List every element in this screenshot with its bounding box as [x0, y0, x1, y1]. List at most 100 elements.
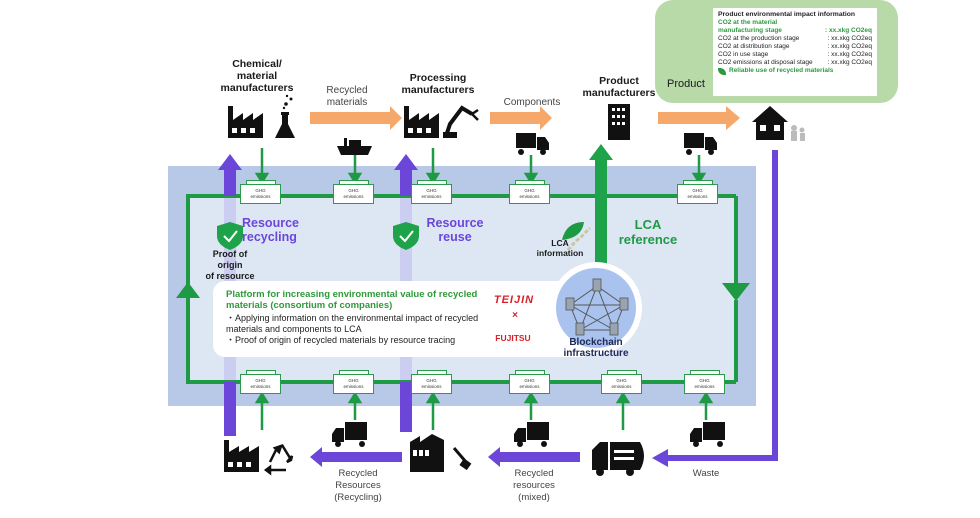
orange-arrow-shaft-2: [490, 112, 540, 124]
leaf-chain-icon: [562, 222, 592, 251]
green-down-arrowhead: [722, 283, 750, 301]
green-up-arrowhead: [176, 282, 200, 298]
product-label: Product: [667, 78, 705, 90]
label-chemical-manufacturers: Chemical/ material manufacturers: [220, 58, 294, 94]
purple-up-arrowhead-1: [218, 154, 242, 170]
ghg-box: GHG emissions: [509, 370, 553, 394]
ghg-label: GHG emissions: [677, 184, 718, 204]
blockchain-nodes: [565, 278, 629, 336]
shield-icon-recycling: [217, 222, 243, 250]
waste-arrowhead: [652, 449, 668, 467]
impact-row-value: : xx.xkg CO2eq: [827, 59, 872, 66]
times-symbol: ×: [512, 310, 518, 321]
impact-row-value: : xx.xkg CO2eq: [827, 51, 872, 58]
ghg-label: GHG emissions: [240, 374, 281, 394]
ghg-label: GHG emissions: [333, 374, 374, 394]
label-processing-manufacturers: Processing manufacturers: [401, 72, 475, 96]
impact-rows: CO2 at the material manufacturing stage:…: [718, 19, 872, 67]
ghg-top-arrows: [254, 148, 707, 185]
teijin-logo: TEIJIN: [493, 294, 535, 306]
truck-icon-bottom-3: [690, 422, 725, 447]
impact-row: CO2 at the material manufacturing stage:…: [718, 19, 872, 35]
lca-reference-arrowhead: [589, 144, 613, 160]
leaf-icon: [718, 67, 726, 75]
platform-box: [213, 281, 593, 357]
label-recycled-resources-mixed: Recycled resources (mixed): [513, 468, 555, 503]
lca-reference-shaft: [595, 158, 607, 268]
impact-row-value: : xx.xkg CO2eq: [827, 35, 872, 42]
garbage-truck-icon: [592, 442, 644, 476]
ghg-label: GHG emissions: [240, 184, 281, 204]
label-resource-recycling: Resource recycling: [242, 216, 299, 244]
label-lca-reference: LCA reference: [618, 217, 678, 247]
ghg-bottom-arrows: [254, 391, 714, 430]
label-recycled-materials: Recycled materials: [326, 85, 368, 108]
impact-title: Product environmental impact information: [718, 11, 856, 18]
ghg-box: GHG emissions: [240, 180, 284, 204]
label-proof-of-origin: Proof of origin of resource: [205, 249, 255, 281]
factory-icon-processing: [404, 106, 439, 138]
truck-icon-top-2: [684, 133, 717, 155]
ghg-label: GHG emissions: [601, 374, 642, 394]
ghg-label: GHG emissions: [684, 374, 725, 394]
orange-arrow-shaft-3: [658, 112, 726, 124]
ghg-label: GHG emissions: [509, 374, 550, 394]
recycling-arrowhead: [310, 447, 322, 467]
ghg-label: GHG emissions: [509, 184, 550, 204]
impact-row-label: CO2 at distribution stage: [718, 43, 790, 50]
label-resource-reuse: Resource reuse: [426, 216, 484, 244]
platform-bullets: ・Applying information on the environment…: [226, 313, 501, 346]
label-components: Components: [503, 97, 561, 108]
recycling-arrow-shaft: [322, 452, 402, 462]
label-blockchain-infrastructure: Blockchain infrastructure: [563, 337, 629, 359]
ghg-box: GHG emissions: [333, 180, 377, 204]
impact-row: CO2 at distribution stage : xx.xkg CO2eq: [718, 43, 872, 51]
label-waste: Waste: [692, 468, 720, 479]
factory-icon-chemical: [228, 106, 263, 138]
ghg-box: GHG emissions: [333, 370, 377, 394]
mixed-arrow-shaft: [500, 452, 580, 462]
mixed-arrowhead: [488, 447, 500, 467]
ghg-box: GHG emissions: [411, 370, 455, 394]
impact-row-label: CO2 emissions at disposal stage: [718, 59, 813, 66]
factory-icon-recycling: [224, 440, 259, 472]
ghg-box: GHG emissions: [509, 180, 553, 204]
platform-title: Platform for increasing environmental va…: [226, 289, 478, 311]
flask-icon: [275, 94, 295, 138]
label-recycled-resources-recycling: Recycled Resources (Recycling): [334, 468, 382, 503]
impact-footer: Reliable use of recycled materials: [729, 67, 834, 74]
ghg-label: GHG emissions: [411, 184, 452, 204]
label-product-manufacturers: Product manufacturers: [582, 75, 656, 99]
impact-row: CO2 at the production stage : xx.xkg CO2e…: [718, 35, 872, 43]
impact-row: CO2 in use stage : xx.xkg CO2eq: [718, 51, 872, 59]
impact-row-label: CO2 at the production stage: [718, 35, 800, 42]
impact-row-label: CO2 in use stage: [718, 51, 769, 58]
platform-bullet: ・Applying information on the environment…: [226, 313, 479, 334]
family-icon: [791, 125, 805, 141]
purple-bottom-shaft-1: [224, 382, 236, 436]
impact-row-value: : xx.xkg CO2eq: [827, 43, 872, 50]
platform-bullet: ・Proof of origin of recycled materials b…: [226, 335, 456, 345]
orange-arrowhead-3: [726, 106, 740, 130]
truck-icon-bottom-1: [332, 422, 367, 447]
product-impact-card: Product environmental impact information…: [713, 8, 877, 96]
recycle-icon: [263, 444, 294, 476]
truck-icon-bottom-2: [514, 422, 549, 447]
building-icon: [608, 104, 630, 140]
fujitsu-logo: FUJITSU: [495, 333, 531, 343]
ghg-box: GHG emissions: [601, 370, 645, 394]
impact-row: CO2 emissions at disposal stage : xx.xkg …: [718, 59, 872, 67]
ghg-box: GHG emissions: [240, 370, 284, 394]
robot-arm-icon: [443, 105, 479, 138]
orange-arrowhead-2: [540, 106, 552, 130]
orange-arrow-shaft-1: [310, 112, 390, 124]
orange-arrowhead-1: [390, 106, 402, 130]
purple-up-arrowhead-2: [394, 154, 418, 170]
ghg-label: GHG emissions: [333, 184, 374, 204]
purple-up-shaft-2: [400, 168, 412, 196]
ghg-box: GHG emissions: [677, 180, 721, 204]
ship-icon: [337, 138, 372, 155]
demolition-building-icon: [410, 434, 472, 472]
ghg-box: GHG emissions: [411, 180, 455, 204]
impact-row-label: CO2 at the material manufacturing stage: [718, 19, 782, 34]
